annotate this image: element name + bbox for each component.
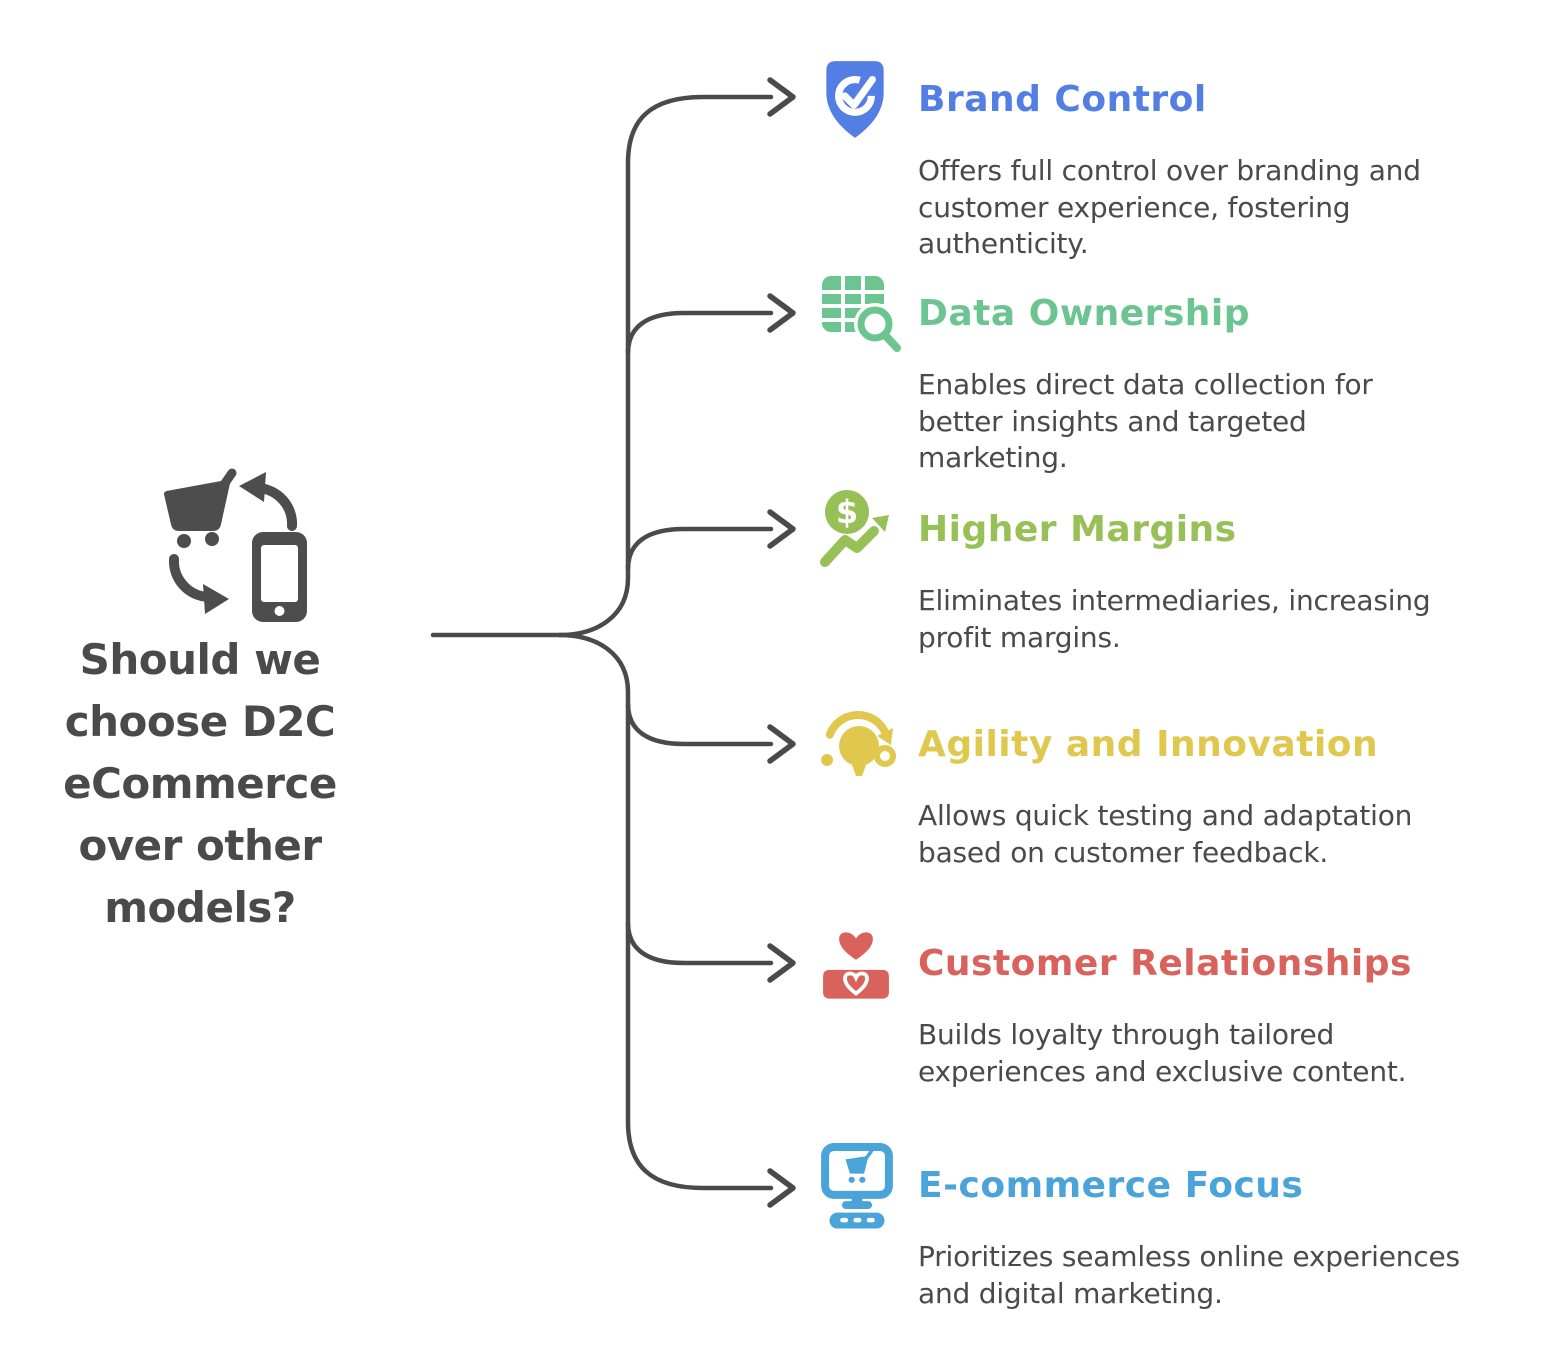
monitor-cart-icon (818, 1135, 918, 1237)
branch-description: Enables direct data collection for bette… (918, 368, 1373, 474)
branch-title: Brand Control (918, 79, 1207, 120)
arrowhead-branch-6 (767, 1168, 796, 1208)
center-title-line: eCommerce (63, 759, 337, 808)
center-question-title: Should we choose D2C eCommerce over othe… (24, 629, 376, 939)
branch-description: Offers full control over branding and cu… (918, 154, 1421, 260)
branch-title: Data Ownership (918, 293, 1251, 334)
table-search-icon (818, 271, 918, 357)
branch-title: Agility and Innovation (918, 724, 1379, 765)
lightbulb-cycle-icon (818, 703, 918, 787)
arrowhead-branch-3 (767, 509, 796, 549)
branch-title: Customer Relationships (918, 943, 1412, 984)
trunk-up-to-branch-1 (557, 94, 774, 638)
branch-agility-and-innovation: Agility and Innovation Allows quick test… (818, 697, 1478, 871)
branch-description: Eliminates intermediaries, increasing pr… (918, 584, 1431, 654)
cart-phone-exchange-icon (145, 463, 315, 625)
trunk-down-to-branch-6 (557, 632, 774, 1191)
arrowhead-branch-2 (767, 293, 796, 333)
branch-higher-margins: $ Higher Margins Eliminates intermediari… (818, 482, 1478, 656)
shield-check-icon (818, 56, 918, 144)
line-branch-2 (625, 310, 774, 356)
branch-title: Higher Margins (918, 509, 1237, 550)
branch-description: Prioritizes seamless online experiences … (918, 1240, 1460, 1310)
branch-data-ownership: Data Ownership Enables direct data colle… (818, 266, 1478, 477)
line-branch-4 (625, 701, 774, 747)
branch-description: Builds loyalty through tailored experien… (918, 1018, 1407, 1088)
center-title-line: Should we (79, 635, 321, 684)
center-title-line: models? (104, 883, 296, 932)
branch-brand-control: Brand Control Offers full control over b… (818, 52, 1478, 263)
line-branch-5 (625, 920, 774, 966)
heart-handshake-icon (818, 915, 918, 1013)
branch-e-commerce-focus: E-commerce Focus Prioritizes seamless on… (818, 1138, 1478, 1312)
arrowhead-branch-1 (767, 77, 796, 117)
line-branch-3 (625, 526, 774, 572)
dollar-growth-icon: $ (818, 487, 918, 573)
branch-customer-relationships: Customer Relationships Builds loyalty th… (818, 916, 1478, 1090)
center-title-line: over other (78, 821, 322, 870)
center-title-line: choose D2C (64, 697, 336, 746)
svg-text:$: $ (836, 493, 858, 531)
arrowhead-branch-5 (767, 943, 796, 983)
arrowhead-branch-4 (767, 724, 796, 764)
branch-title: E-commerce Focus (918, 1165, 1304, 1206)
branch-description: Allows quick testing and adaptation base… (918, 799, 1413, 869)
